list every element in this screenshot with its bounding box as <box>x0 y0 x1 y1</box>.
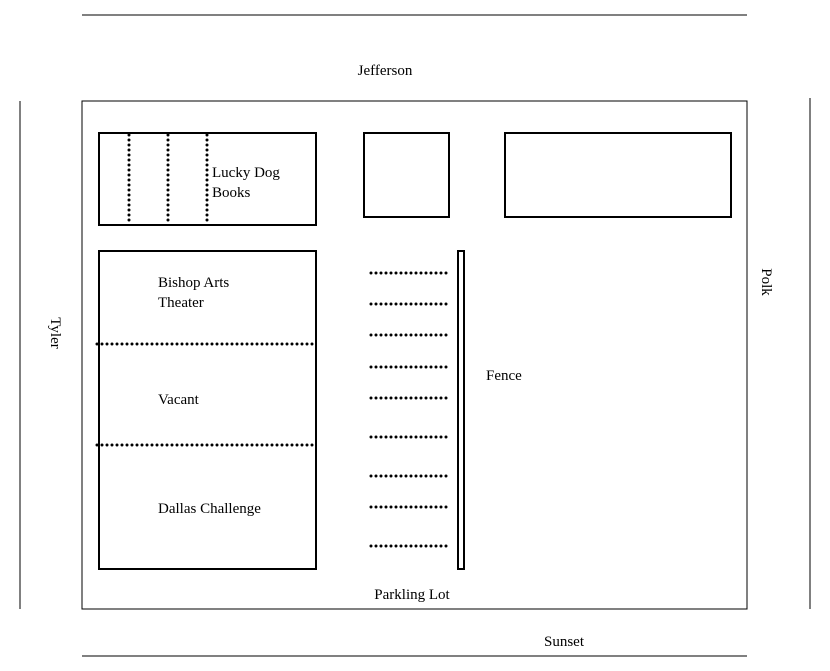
bishop-arts-label-line2: Theater <box>158 295 204 311</box>
right-building <box>504 132 732 218</box>
street-label-east: Polk <box>758 268 774 296</box>
parking-lot-label: Parkling Lot <box>374 587 450 603</box>
west-building <box>98 250 317 570</box>
vacant-label: Vacant <box>158 392 200 408</box>
fence-label: Fence <box>486 368 522 384</box>
street-label-north: Jefferson <box>358 63 413 79</box>
dallas-challenge-label: Dallas Challenge <box>158 501 261 517</box>
lucky-dog-label-line1: Lucky Dog <box>212 165 280 181</box>
lucky-dog-label-line2: Books <box>212 185 251 201</box>
block-outline <box>81 100 748 610</box>
parking-stripes <box>369 271 451 548</box>
lucky-dog-building <box>98 132 317 226</box>
street-label-south: Sunset <box>544 634 585 650</box>
middle-building <box>363 132 450 218</box>
bishop-arts-label-line1: Bishop Arts <box>158 275 229 291</box>
street-label-west: Tyler <box>47 317 63 348</box>
fence <box>457 250 465 570</box>
